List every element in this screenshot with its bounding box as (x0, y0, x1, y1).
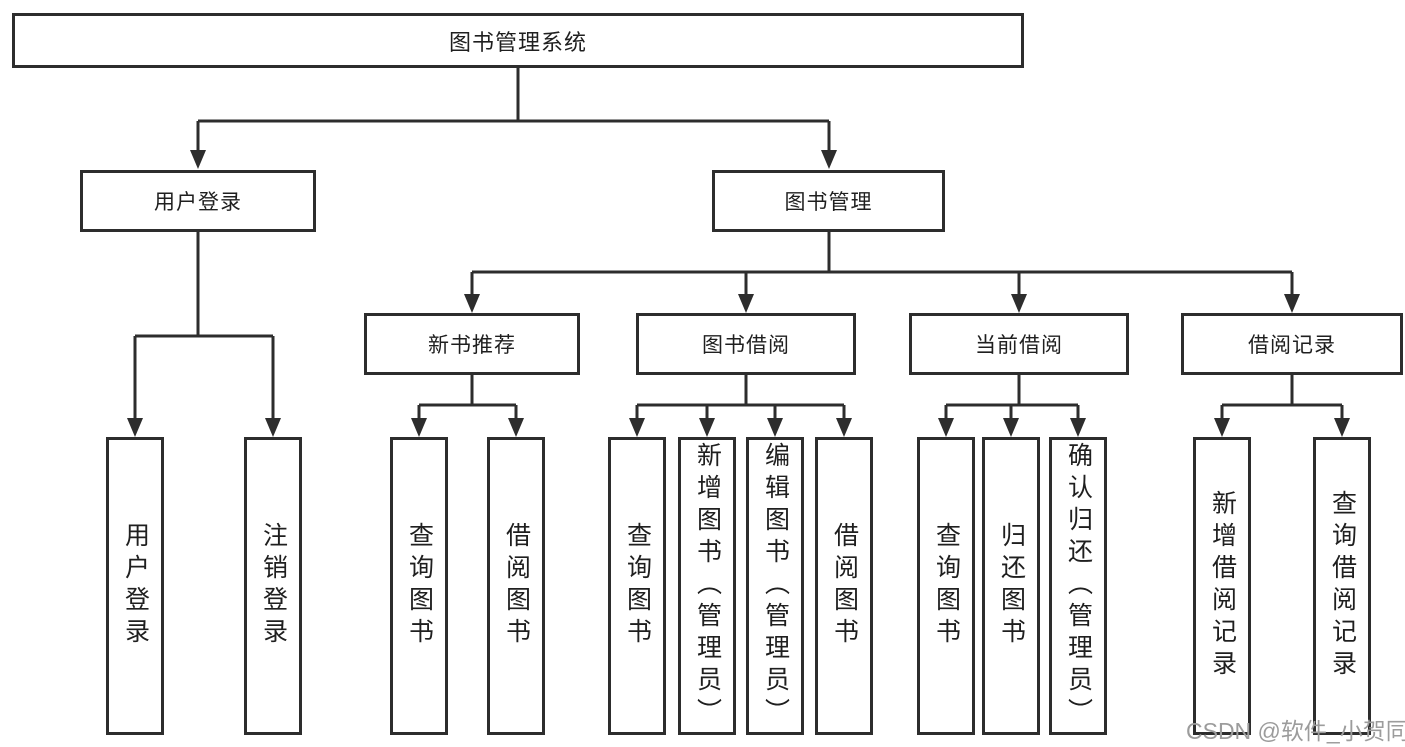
node-root-label: 图书管理系统 (448, 29, 587, 55)
leaf-add-book-admin-label: 新增图书（管理员） (693, 442, 721, 730)
leaf-user-login-label: 用户登录 (121, 522, 149, 650)
leaf-return-book: 归还图书 (982, 437, 1040, 735)
node-root: 图书管理系统 (12, 13, 1024, 68)
leaf-logout: 注销登录 (244, 437, 302, 735)
node-new-book-recommend: 新书推荐 (364, 313, 580, 375)
leaf-user-login: 用户登录 (106, 437, 164, 735)
leaf-logout-label: 注销登录 (259, 522, 287, 650)
leaf-query-borrow-record-label: 查询借阅记录 (1328, 490, 1356, 682)
leaf-query-book-2-label: 查询图书 (623, 522, 651, 650)
leaf-edit-book-admin: 编辑图书（管理员） (746, 437, 804, 735)
arrowheads (127, 150, 1350, 437)
leaf-query-book-3-label: 查询图书 (932, 522, 960, 650)
leaf-query-book-1: 查询图书 (390, 437, 448, 735)
node-borrow-record-label: 借阅记录 (1248, 333, 1336, 357)
node-user-login-label: 用户登录 (154, 190, 242, 214)
leaf-edit-book-admin-label: 编辑图书（管理员） (761, 442, 789, 730)
node-current-borrow-label: 当前借阅 (975, 333, 1063, 357)
node-borrow-record: 借阅记录 (1181, 313, 1403, 375)
csdn-watermark: CSDN @软件_小贺同学 (1186, 718, 1405, 744)
leaf-borrow-book-1: 借阅图书 (487, 437, 545, 735)
leaf-return-book-label: 归还图书 (997, 522, 1025, 650)
leaf-borrow-book-2: 借阅图书 (815, 437, 873, 735)
node-current-borrow: 当前借阅 (909, 313, 1129, 375)
node-book-management-label: 图书管理 (784, 190, 873, 214)
leaf-query-book-3: 查询图书 (917, 437, 975, 735)
node-book-borrow: 图书借阅 (636, 313, 856, 375)
leaf-borrow-book-1-label: 借阅图书 (502, 522, 530, 650)
leaf-confirm-return-admin-label: 确认归还（管理员） (1064, 442, 1092, 730)
leaf-add-book-admin: 新增图书（管理员） (678, 437, 736, 735)
node-user-login: 用户登录 (80, 170, 316, 232)
leaf-query-borrow-record: 查询借阅记录 (1313, 437, 1371, 735)
leaf-add-borrow-record-label: 新增借阅记录 (1208, 490, 1236, 682)
leaf-borrow-book-2-label: 借阅图书 (830, 522, 858, 650)
node-book-management: 图书管理 (712, 170, 945, 232)
leaf-query-book-1-label: 查询图书 (405, 522, 433, 650)
leaf-add-borrow-record: 新增借阅记录 (1193, 437, 1251, 735)
leaf-query-book-2: 查询图书 (608, 437, 666, 735)
node-new-book-recommend-label: 新书推荐 (428, 333, 516, 357)
node-book-borrow-label: 图书借阅 (702, 333, 790, 357)
leaf-confirm-return-admin: 确认归还（管理员） (1049, 437, 1107, 735)
